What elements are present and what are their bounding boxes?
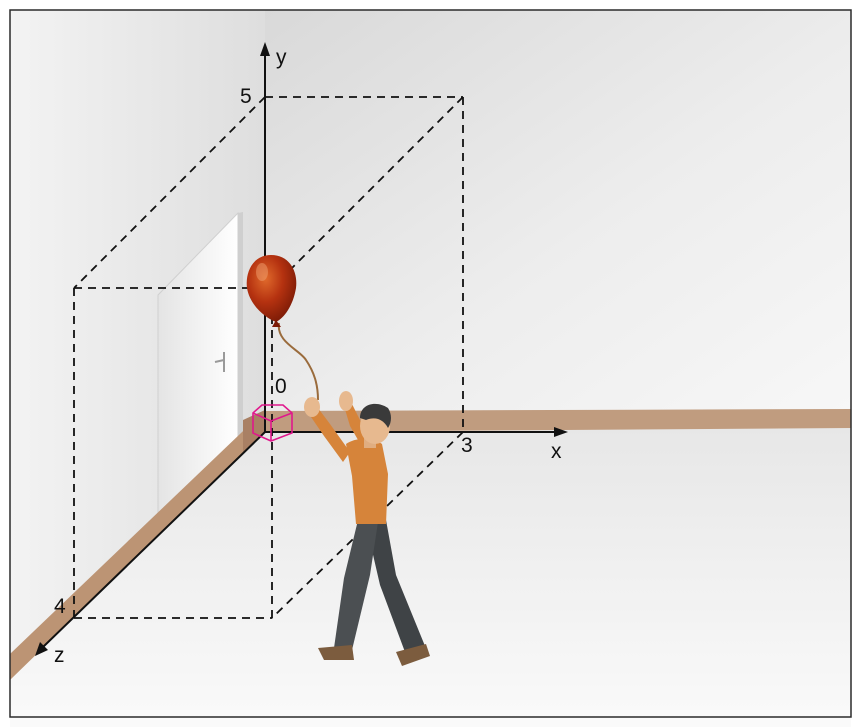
z-tick-label: 4 — [54, 595, 66, 618]
balloon-knot — [272, 320, 281, 327]
person-hand-back — [339, 391, 353, 411]
z-axis — [41, 431, 266, 649]
origin-marker — [252, 404, 293, 442]
person-leg-front — [334, 520, 378, 650]
person — [304, 391, 430, 666]
baseboard-back — [265, 409, 851, 432]
y-axis-label: y — [276, 46, 287, 69]
person-hand-front — [304, 397, 320, 417]
person-shoe-left — [318, 645, 354, 660]
z-axis-label: z — [54, 644, 65, 667]
door-edge — [238, 212, 243, 440]
z-axis-arrow-icon — [35, 642, 48, 656]
x-axis-label: x — [551, 440, 562, 463]
edge-top-left — [73, 96, 266, 289]
edge-top-diagonal — [271, 96, 464, 289]
back-wall — [265, 10, 851, 412]
person-shoe-right — [396, 644, 430, 666]
y-axis-arrow-icon — [260, 42, 270, 56]
x-tick-label: 3 — [461, 434, 473, 457]
balloon — [246, 255, 297, 327]
baseboard-corner — [243, 410, 265, 452]
left-wall — [10, 10, 265, 660]
person-hair — [360, 403, 391, 428]
y-tick-label: 5 — [240, 85, 252, 108]
balloon-string — [277, 322, 319, 401]
person-shirt — [346, 438, 388, 524]
balloon-highlight — [256, 263, 268, 281]
floor — [10, 412, 851, 727]
x-axis-arrow-icon — [554, 427, 568, 437]
origin-label: 0 — [275, 375, 287, 398]
person-leg-back — [365, 520, 425, 652]
door-handle-icon — [214, 352, 225, 372]
axes — [35, 42, 568, 656]
frame-border — [9, 9, 852, 718]
person-arm-front — [309, 408, 350, 462]
